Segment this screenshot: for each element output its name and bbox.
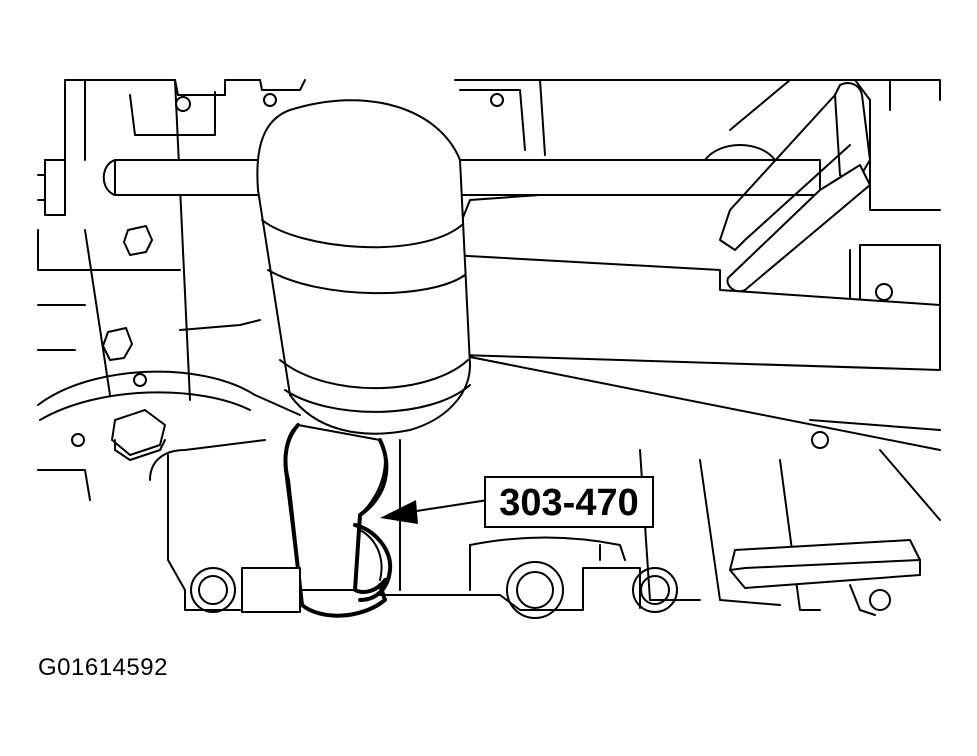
bolts — [102, 225, 166, 461]
lower-block — [37, 373, 941, 619]
flat-bar — [729, 539, 921, 589]
engine-block — [37, 79, 941, 401]
hose — [37, 370, 301, 421]
tool-number-label: 303-470 — [499, 482, 638, 524]
figure-id: G01614592 — [38, 654, 168, 681]
mallet-head — [256, 99, 471, 435]
callout-arrow — [380, 499, 489, 524]
special-tool — [283, 423, 393, 618]
hammer-handle — [449, 254, 941, 451]
tool-callout: 303-470 — [484, 476, 654, 528]
